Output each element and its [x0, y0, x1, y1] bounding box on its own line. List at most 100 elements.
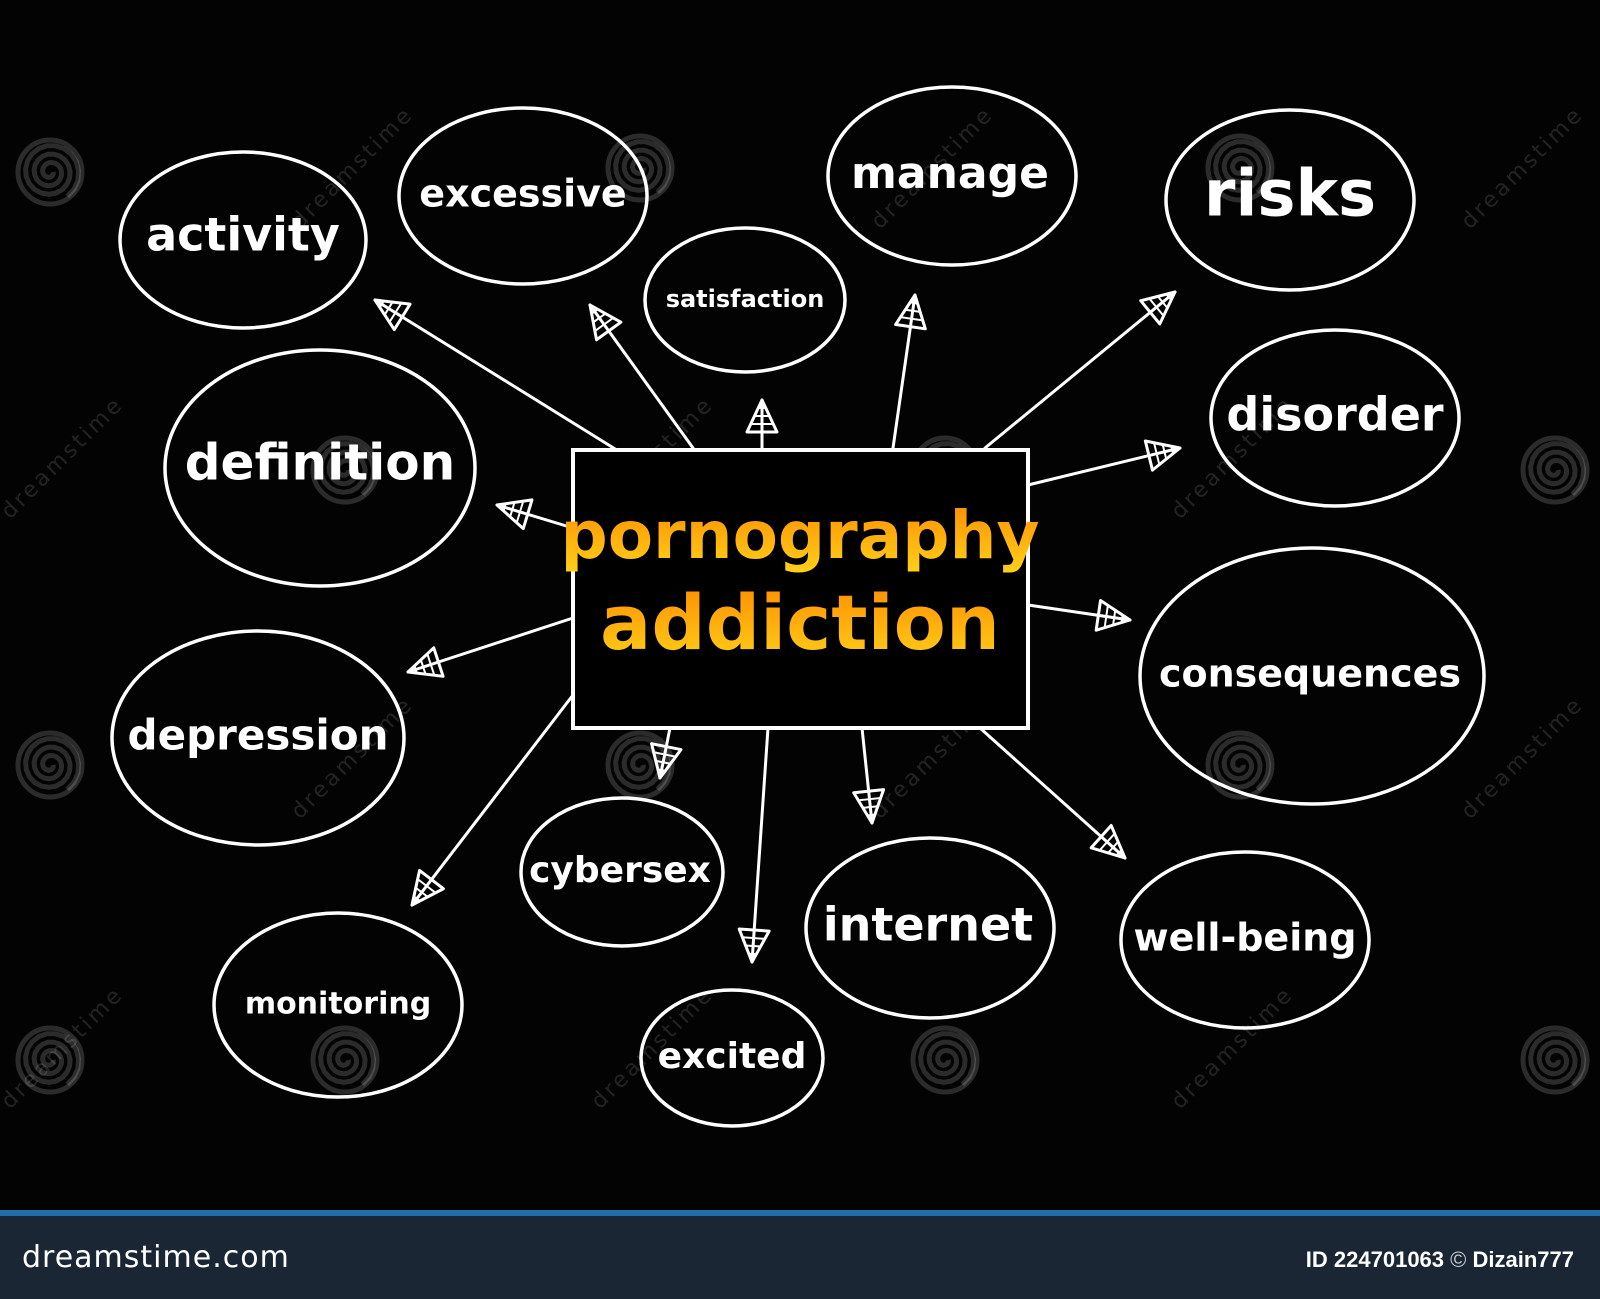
- arrow-hatch-definition: [509, 501, 516, 518]
- watermark-spiral-icon: [1213, 139, 1272, 195]
- watermark-text: dreamstime: [1457, 102, 1589, 234]
- arrow-to-risks: [983, 290, 1177, 450]
- node-risks-ellipse: [1164, 108, 1416, 292]
- center-topic: pornography addiction: [560, 448, 1040, 730]
- watermark-spiral-icon: [1520, 1025, 1590, 1095]
- node-excited-ellipse: [639, 988, 825, 1128]
- arrow-to-disorder: [1026, 439, 1182, 487]
- footer-brand[interactable]: dreamstime.com: [22, 1240, 290, 1275]
- arrow-hatch-manage: [904, 308, 922, 313]
- arrow-to-cybersex: [650, 726, 683, 780]
- watermark-spiral-icon: [310, 435, 380, 505]
- node-manage: manage: [826, 85, 1078, 267]
- node-monitoring-label: monitoring: [245, 987, 431, 1022]
- watermark-spiral-icon: [605, 133, 675, 203]
- watermark-spiral-icon: [1205, 730, 1275, 800]
- watermark-spiral-icon: [613, 139, 672, 195]
- arrow-hatch-excited: [747, 952, 758, 956]
- watermark-spiral-icon: [1528, 1031, 1587, 1087]
- node-well-being-label: well-being: [1134, 916, 1357, 960]
- copyright-symbol: ©: [1450, 1247, 1467, 1272]
- node-cybersex-label: cybersex: [529, 850, 711, 891]
- image-id: ID 224701063: [1305, 1247, 1445, 1272]
- arrow-hatch-monitoring: [414, 886, 429, 898]
- watermark-spiral-icon: [1213, 736, 1272, 792]
- node-disorder: disorder: [1209, 328, 1461, 508]
- footer-accent-line: [0, 1210, 1600, 1216]
- watermark-spiral-icon: [23, 143, 82, 199]
- watermark-spiral-icon: [1520, 435, 1590, 505]
- nodes-layer: activity excessive satisfaction manage r…: [110, 85, 1486, 1128]
- arrow-hatch-manage: [909, 301, 919, 305]
- arrow-hatch-excited: [741, 936, 766, 940]
- arrow-hatch-excessive: [590, 308, 599, 315]
- arrow-hatch-definition: [502, 502, 507, 512]
- arrow-hatch-consequences: [1103, 604, 1109, 629]
- node-risks-label: risks: [1204, 158, 1376, 232]
- center-box: [571, 448, 1030, 730]
- arrow-hatch-internet: [861, 805, 879, 809]
- arrow-to-manage: [891, 293, 927, 450]
- arrow-line-disorder: [1026, 446, 1182, 487]
- arrow-hatch-disorder: [1153, 441, 1161, 466]
- arrow-to-definition: [495, 498, 575, 531]
- arrow-hatch-monitoring: [412, 895, 421, 902]
- arrow-hatch-internet: [857, 796, 882, 802]
- watermark-spiral-icon: [318, 441, 377, 497]
- node-satisfaction-label: satisfaction: [666, 285, 825, 313]
- arrow-to-excessive: [588, 303, 695, 450]
- arrow-hatch-disorder: [1170, 445, 1175, 455]
- arrow-hatch-excessive: [593, 316, 615, 333]
- watermark-spiral-icon: [318, 1031, 377, 1087]
- watermark-spiral-icon: [918, 1031, 977, 1087]
- node-monitoring: monitoring: [212, 911, 464, 1099]
- arrow-to-excited: [737, 726, 771, 964]
- node-depression-label: depression: [128, 711, 389, 760]
- node-definition-label: definition: [185, 434, 455, 492]
- arrow-line-well-being: [978, 726, 1127, 860]
- arrow-to-monitoring: [410, 693, 575, 907]
- node-satisfaction: satisfaction: [643, 226, 847, 374]
- watermark-spiral-icon: [310, 1025, 380, 1095]
- node-activity-ellipse: [118, 150, 368, 330]
- node-well-being: well-being: [1119, 850, 1371, 1030]
- arrow-hatch-consequences: [1120, 614, 1124, 624]
- watermark-spiral-icon: [613, 736, 672, 792]
- arrow-to-activity: [373, 298, 622, 454]
- arrow-hatch-risks: [1148, 297, 1165, 317]
- arrow-hatch-excessive: [592, 312, 607, 324]
- arrow-hatch-activity: [383, 301, 394, 316]
- arrow-hatch-manage: [899, 316, 924, 322]
- arrow-line-excited: [750, 726, 770, 964]
- node-monitoring-ellipse: [212, 911, 464, 1099]
- watermark-spiral-icon: [1205, 133, 1275, 203]
- watermark-spiral-icon: [15, 137, 85, 207]
- arrow-hatch-cybersex: [654, 759, 672, 765]
- watermark-spiral-icon: [23, 1031, 82, 1087]
- arrow-hatch-excited: [744, 944, 762, 948]
- node-internet-label: internet: [823, 898, 1033, 952]
- arrow-hatch-risks: [1165, 293, 1173, 301]
- author-name[interactable]: Dizain777: [1472, 1247, 1575, 1272]
- node-depression: depression: [110, 629, 406, 847]
- arrow-line-definition: [495, 503, 575, 530]
- watermark-spiral-icon: [23, 736, 82, 792]
- arrow-line-depression: [406, 616, 575, 674]
- node-cybersex-ellipse: [519, 796, 725, 948]
- node-activity: activity: [118, 150, 368, 330]
- arrow-hatch-activity: [378, 300, 385, 309]
- arrow-line-activity: [373, 298, 622, 454]
- arrow-hatch-well-being: [1107, 840, 1120, 854]
- arrow-hatch-depression: [413, 664, 418, 675]
- watermark-spiral-icon: [15, 730, 85, 800]
- arrow-to-consequences: [1026, 599, 1132, 632]
- node-excessive-label: excessive: [419, 172, 626, 216]
- arrow-hatch-consequences: [1112, 609, 1117, 627]
- arrow-to-depression: [406, 616, 575, 678]
- node-manage-label: manage: [851, 148, 1049, 199]
- watermark-spiral-icon: [15, 1025, 85, 1095]
- watermark-text: dreamstime: [1167, 982, 1299, 1114]
- node-excited-label: excited: [658, 1036, 807, 1077]
- arrow-line-monitoring: [410, 693, 575, 907]
